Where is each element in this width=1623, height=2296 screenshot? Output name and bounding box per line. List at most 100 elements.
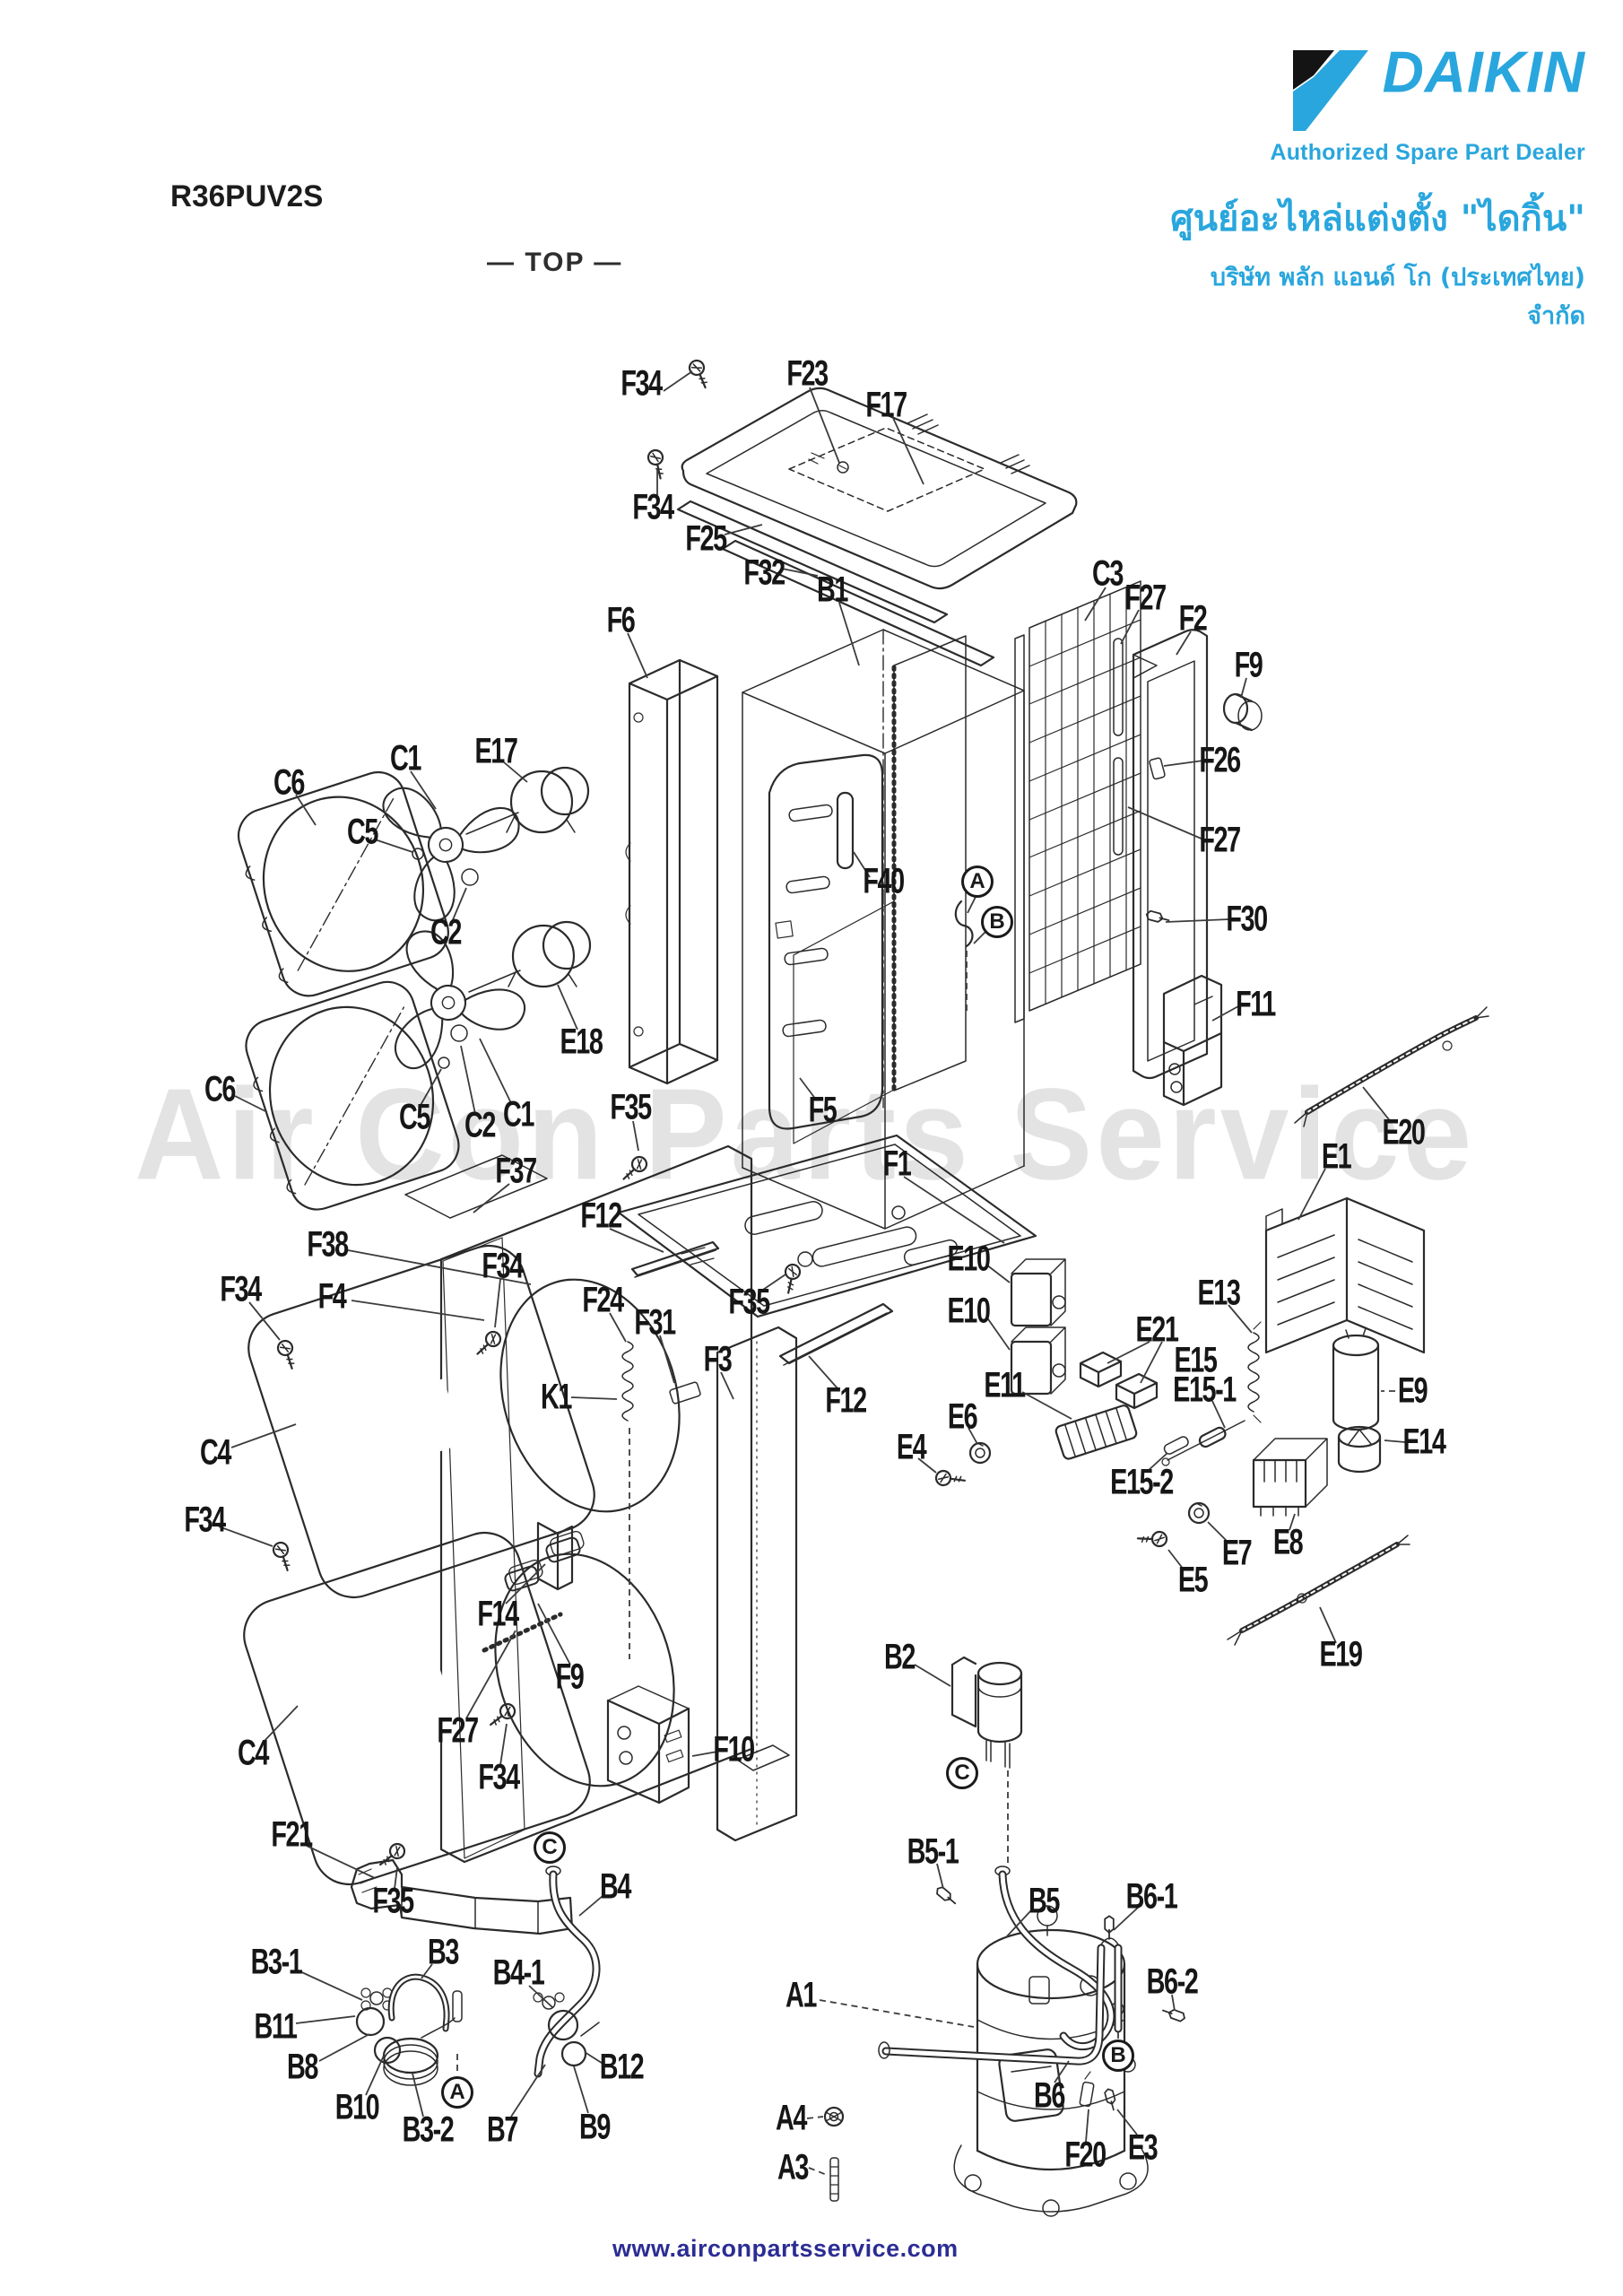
part-label-e1: E1 [1321,1136,1352,1177]
part-label-f20: F20 [1064,2135,1107,2175]
nut-a4 [823,2106,845,2127]
accumulator-b2 [950,1656,1023,1867]
part-label-b5-1: B5-1 [907,1831,959,1872]
part-label-f11: F11 [1236,984,1276,1024]
part-label-f30: F30 [1226,899,1268,939]
part-label-f40: F40 [863,861,905,901]
part-label-f12: F12 [580,1196,622,1236]
channel-f14 [536,1521,574,1591]
part-label-b3-2: B3-2 [402,2109,455,2150]
part-label-b9: B9 [579,2107,611,2147]
rod-e15-2 [1163,1436,1189,1455]
part-label-f12: F12 [825,1380,867,1421]
part-label-f24: F24 [582,1280,624,1320]
grille-c3 [1014,580,1141,1023]
part-label-f27: F27 [1124,578,1167,618]
connector-e11 [1055,1405,1138,1460]
part-label-f9: F9 [555,1657,585,1697]
brand-name: DAIKIN [1382,39,1585,105]
part-label-e21: E21 [1135,1309,1179,1350]
part-label-b3: B3 [428,1932,459,1972]
dealer-line-2: บริษัท พลัก แอนด์ โก (ประเทศไทย) จำกัด [1210,264,1585,330]
part-label-e10: E10 [947,1239,991,1279]
clip-f31 [669,1381,701,1405]
part-label-c4: C4 [238,1733,269,1773]
part-label-e7: E7 [1221,1533,1253,1573]
part-label-f34: F34 [632,487,674,527]
part-label-f35: F35 [728,1282,770,1322]
part-label-e18: E18 [560,1022,603,1062]
cup-e14 [1337,1425,1382,1474]
part-label-c1: C1 [503,1094,534,1135]
thermistor-e15 [1161,1420,1245,1466]
part-label-f27: F27 [437,1710,479,1751]
panel-f5 [768,753,884,1130]
part-label-f1: F1 [882,1144,912,1184]
part-label-f34: F34 [482,1246,524,1286]
part-label-a3: A3 [777,2147,809,2187]
part-label-c6: C6 [273,762,305,803]
part-label-b7: B7 [487,2109,518,2150]
part-label-k1: K1 [541,1377,572,1417]
part-label-c2: C2 [464,1105,496,1145]
callout-a: A [961,865,994,898]
part-label-f21: F21 [271,1814,313,1855]
clamp-f20 [1079,2071,1095,2108]
view-orientation-label: — TOP — [487,248,623,277]
daikin-logo-icon [1292,50,1368,131]
part-label-f34: F34 [478,1757,520,1797]
harness-e20 [1294,1006,1489,1127]
part-label-f31: F31 [634,1302,676,1343]
rail-f12-lower [778,1302,894,1366]
stud-a3 [829,2157,839,2202]
box-e10-1 [1010,1258,1066,1327]
part-label-e6: E6 [947,1396,978,1437]
part-label-b8: B8 [287,2047,318,2087]
part-label-b4-1: B4-1 [492,1952,545,1993]
footer-url: www.airconpartsservice.com [612,2235,959,2262]
part-label-f4: F4 [317,1276,347,1317]
orifice-f37 [404,1154,548,1219]
strip-f40 [836,791,855,870]
callout-b: B [981,906,1013,938]
brand-tagline: Authorized Spare Part Dealer [1270,140,1585,165]
fan-guard-c4-upper [247,1244,595,1599]
part-label-e20: E20 [1382,1112,1426,1152]
part-label-b11: B11 [254,2006,298,2047]
rail-f12-upper [630,1240,720,1278]
part-label-e11: E11 [984,1365,1026,1405]
part-label-b3-1: B3-1 [250,1942,303,1982]
part-label-a1: A1 [785,1975,817,2015]
part-label-c3: C3 [1092,553,1124,594]
part-label-b6: B6 [1034,2075,1065,2116]
part-label-c4: C4 [200,1432,231,1473]
fan-guard-c6-upper [237,771,449,997]
part-label-c5: C5 [399,1097,430,1137]
part-label-b4: B4 [600,1866,631,1907]
part-label-e15-2: E15-2 [1110,1462,1174,1502]
part-label-b6-1: B6-1 [1125,1876,1178,1917]
part-label-e17: E17 [474,731,518,771]
part-label-f6: F6 [606,600,636,640]
part-label-f17: F17 [865,385,907,425]
part-label-f9: F9 [1234,645,1263,685]
part-label-b2: B2 [884,1637,916,1677]
bracket-f10 [606,1685,690,1805]
part-label-b5: B5 [1028,1881,1060,1921]
capacitor-e9 [1332,1327,1380,1431]
part-label-f27: F27 [1199,820,1241,860]
panel-f3 [716,1326,798,1842]
part-label-c5: C5 [347,812,378,852]
part-label-e13: E13 [1197,1273,1241,1313]
frame-f6 [625,658,719,1085]
watermark-text: Air Con Parts Service [135,1062,1476,1207]
box-e10-2 [1010,1326,1066,1396]
base-pan-f1 [617,1134,1037,1318]
callout-c: C [946,1757,978,1789]
part-label-e4: E4 [896,1427,927,1467]
strip-f27-lower [1113,757,1124,856]
part-label-e5: E5 [1177,1560,1209,1600]
